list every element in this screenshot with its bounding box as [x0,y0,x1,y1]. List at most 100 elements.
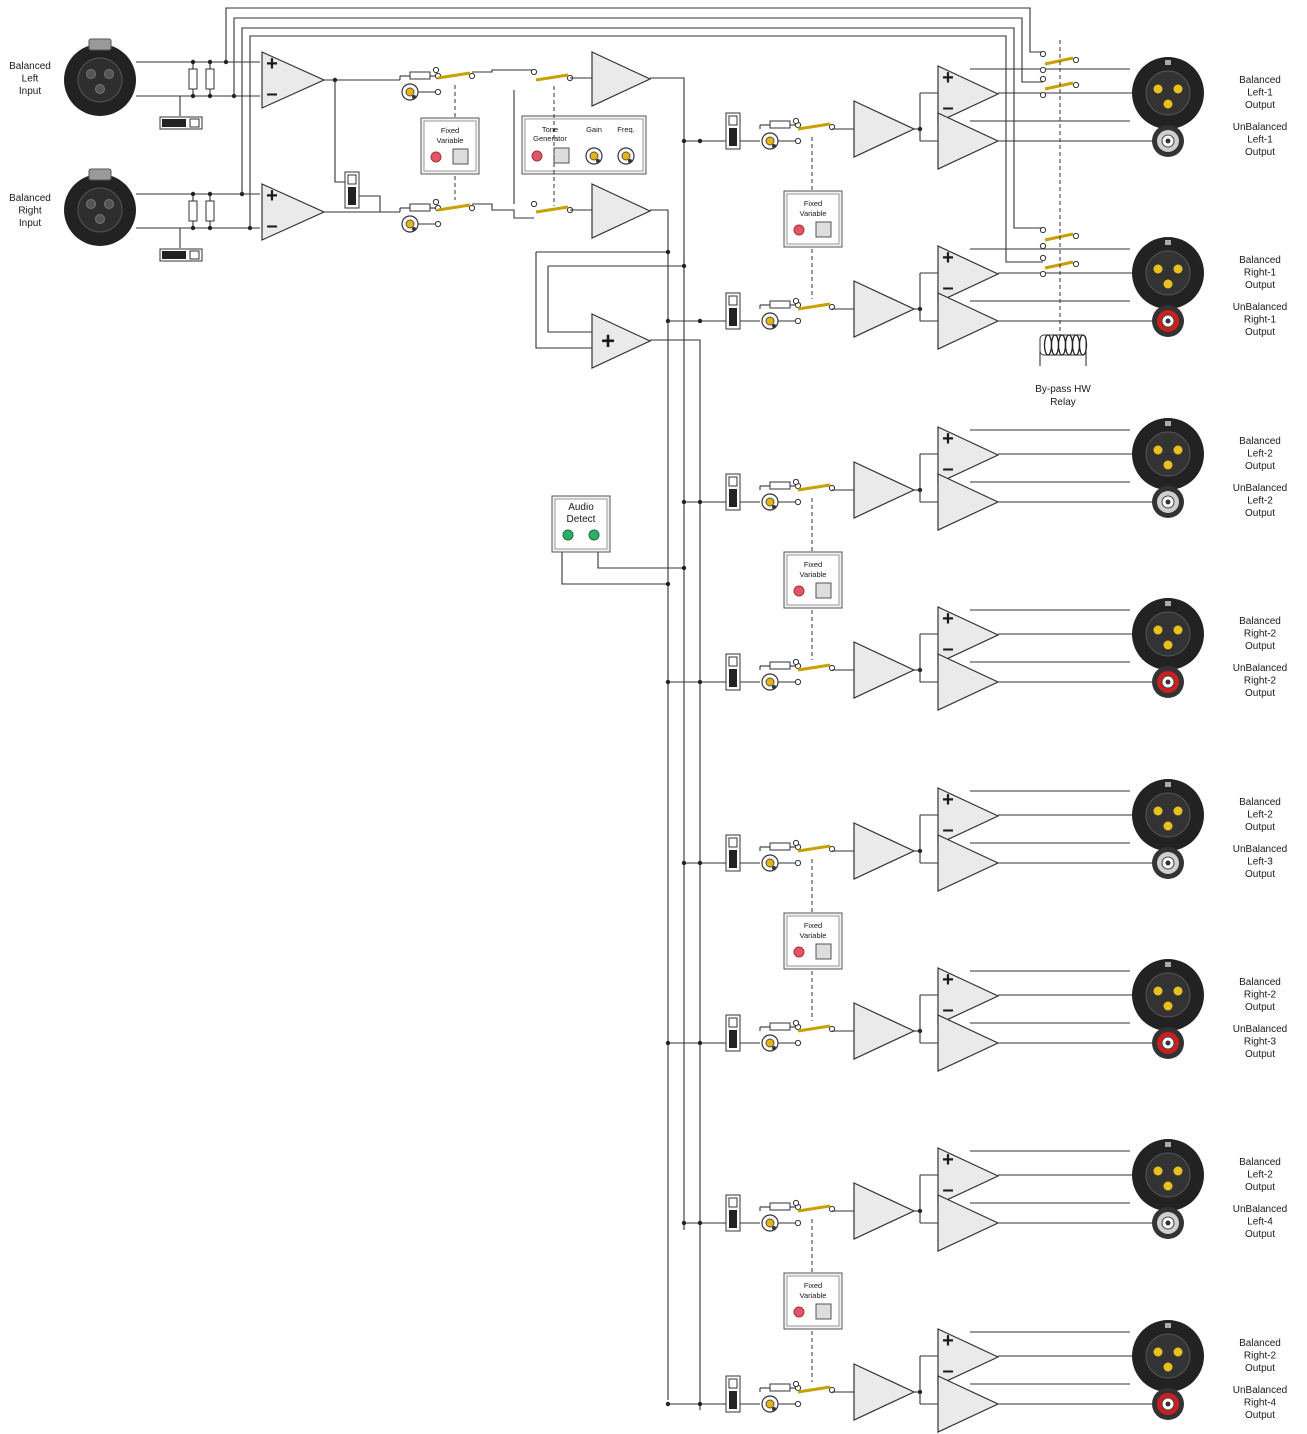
contact-terminal [792,1019,800,1027]
output-channel-5: +–BalancedLeft-2OutputUnBalancedLeft-3Ou… [681,779,1287,1021]
relay-arm [1044,81,1074,91]
balanced-output-label: Right-2 [1244,1351,1277,1362]
trim-pot-knob-icon [401,83,419,101]
xlr-output-connector-icon [1132,237,1204,309]
gold-pin [1173,84,1183,94]
socket-hole [95,84,105,94]
fix-adj-selector [759,661,802,691]
gold-pin [1173,806,1183,816]
contact-terminal [792,478,800,486]
fixed-label: Fixed [804,560,822,569]
gold-pin [1153,445,1163,455]
amplifier-triangle [937,1375,1000,1433]
rca-connector-icon [1152,125,1184,157]
rca-pin [1165,1040,1171,1046]
selector-switch [432,66,476,80]
audio-label: Audio [568,502,594,513]
xlr-input-connector-icon [64,38,136,116]
fix-adj-selector [759,1202,802,1232]
balanced-output-label: Right-2 [1244,990,1277,1001]
contact-terminal [432,198,440,206]
junction-dot [190,191,196,197]
knob-indicator [772,505,776,509]
junction-dot [697,1220,703,1226]
knob-indicator [772,324,776,328]
toggle-button [452,148,469,165]
balanced-output-label: Output [1245,822,1275,833]
unbalanced-output-label: Output [1245,508,1275,519]
amplifier-triangle [937,112,1000,170]
panel-inner [554,498,608,550]
xlr-output-connector-icon [1132,779,1204,851]
selector-switch [432,198,476,212]
junction-dot [697,318,703,324]
rca-pin [1165,679,1171,685]
knob-center [765,858,775,868]
contact-terminal [828,1025,836,1033]
detect-led-left-icon [562,529,574,541]
balanced-output-label: Output [1245,641,1275,652]
variable-label: Variable [800,209,827,218]
contact-terminal [1039,226,1047,234]
amplifier-triangle [937,1014,1000,1072]
gold-pin [1153,84,1163,94]
fix-adj-selector [399,203,442,233]
key-notch [1165,60,1171,65]
contact-terminal [1039,91,1047,99]
contact-terminal [792,658,800,666]
selector-switch [792,1019,836,1033]
switch-slider [729,128,737,146]
trim-pot-knob-icon [761,1395,779,1413]
contact-terminal [828,123,836,131]
balanced-output-label: Left-2 [1247,810,1273,821]
amplifier-triangle [937,426,1000,484]
knob-center [765,677,775,687]
amplifier-triangle [853,100,916,158]
fix-adj-selector [759,1022,802,1052]
amplifier-triangle [937,473,1000,531]
gold-pin [1173,1166,1183,1176]
fix-adj-selector [759,842,802,872]
input-section: BalancedLeftInputBalancedRightInput+–+–F… [9,7,1043,1410]
variable-label: Variable [437,136,464,145]
connector-face [1145,611,1191,657]
wire [249,35,1043,263]
xlr-output-connector-icon [1132,598,1204,670]
contact-terminal [1039,75,1047,83]
unbalanced-output-label: Right-4 [1244,1398,1277,1409]
wire [233,17,1043,96]
contact-terminal [794,859,802,867]
output-channel-2: +–BalancedRight-1OutputUnBalancedRight-1… [665,237,1287,350]
junction-dot [697,860,703,866]
switch-window [728,656,738,667]
fixed-label: Fixed [804,199,822,208]
contact-terminal [794,498,802,506]
bypass-label: By-pass HW [1035,384,1091,395]
unbalanced-output-label: Output [1245,1229,1275,1240]
selector-switch [792,1380,836,1394]
unbalanced-output-label: UnBalanced [1233,663,1287,674]
gold-pin [1153,625,1163,635]
trim-pot-knob-icon [761,1034,779,1052]
switch-window [728,115,738,126]
fix-resistor [769,842,791,851]
minus-sign: – [942,97,953,119]
input-left-label: Balanced [9,61,51,72]
fix-adj-selector [759,300,802,330]
xlr-output-connector-icon [1132,1139,1204,1211]
detect-label: Detect [567,514,596,525]
rca-connector-icon [1152,1207,1184,1239]
wire [650,209,669,1400]
key-notch [1165,421,1171,426]
contact-terminal [794,1039,802,1047]
amplifier-triangle [261,183,326,241]
junction-dot [207,191,213,197]
termination-resistor [205,68,215,90]
contact-terminal [828,303,836,311]
gold-pin [1163,640,1173,650]
switch-window [728,837,738,848]
junction-dot [190,93,196,99]
junction-dot [665,249,671,255]
switch-arm [535,73,569,82]
